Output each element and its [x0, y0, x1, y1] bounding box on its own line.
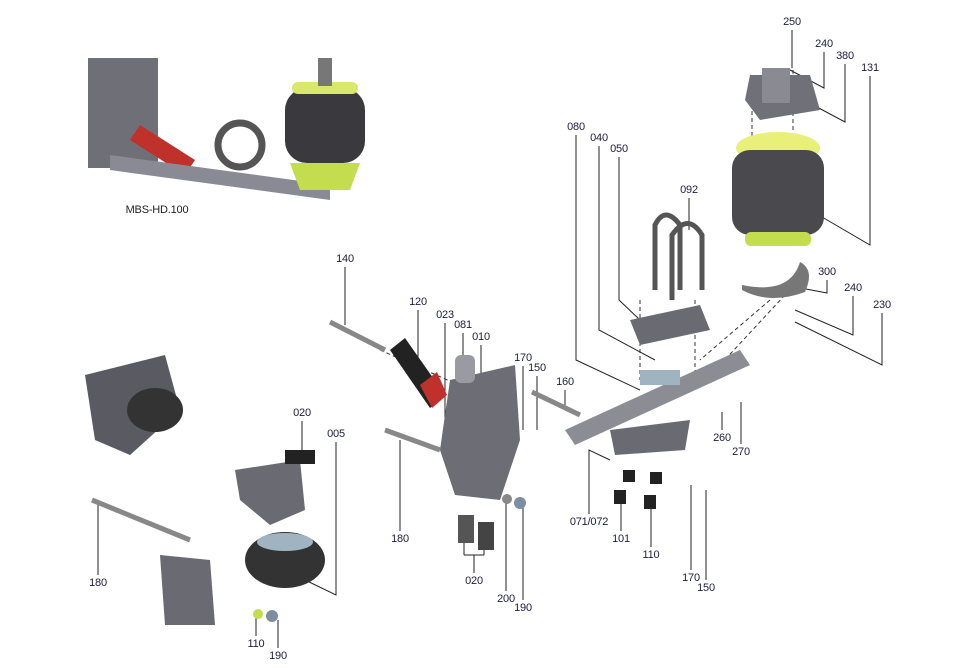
- nuts-101: [614, 470, 662, 509]
- u-bolts-092: [652, 212, 705, 300]
- callout-150: 150: [528, 362, 546, 374]
- callout-080: 080: [567, 121, 585, 133]
- callout-020: 020: [293, 407, 311, 419]
- callout-040: 040: [590, 132, 608, 144]
- bolt-180-left: [91, 497, 191, 543]
- bolt-180: [384, 427, 441, 453]
- callout-240: 240: [815, 38, 833, 50]
- callout-380: 380: [836, 50, 854, 62]
- bushing-081: [455, 355, 475, 383]
- callout-270: 270: [732, 446, 750, 458]
- callout-081: 081: [454, 319, 472, 331]
- axle-seat-050: [630, 305, 710, 345]
- wear-plates-020: [458, 515, 474, 543]
- bolt-140: [328, 319, 387, 353]
- callout-110: 110: [642, 549, 660, 561]
- callout-300: 300: [818, 266, 836, 278]
- callout-170: 170: [514, 352, 532, 364]
- callout-131: 131: [861, 62, 879, 74]
- callout-170b: 170: [682, 572, 700, 584]
- callout-150b: 150: [697, 582, 715, 594]
- callout-110b: 110: [247, 638, 265, 650]
- callout-050: 050: [610, 143, 628, 155]
- lower-bracket: [160, 555, 215, 625]
- callout-230: 230: [873, 299, 891, 311]
- hanger-bracket-010: [440, 365, 520, 500]
- callout-190: 190: [514, 602, 532, 614]
- callout-010: 010: [472, 331, 490, 343]
- callout-140: 140: [336, 253, 354, 265]
- callout-120: 120: [409, 296, 427, 308]
- callout-180b: 180: [89, 577, 107, 589]
- callout-180: 180: [391, 533, 409, 545]
- callout-020b: 020: [465, 575, 483, 587]
- bottom-plate-071-072: [610, 420, 690, 455]
- callout-023: 023: [436, 309, 454, 321]
- callout-092: 092: [680, 184, 698, 196]
- plate-040: [640, 370, 680, 385]
- callout-190b: 190: [269, 650, 287, 662]
- assembled-view-illustration: [88, 58, 365, 200]
- leaf-spring-080: [565, 350, 750, 445]
- callout-200: 200: [497, 593, 515, 605]
- callout-005: 005: [327, 428, 345, 440]
- callout-160: 160: [556, 376, 574, 388]
- bracket-020: [235, 460, 305, 525]
- callout-240b: 240: [844, 282, 862, 294]
- assembly-lines: [379, 70, 794, 391]
- air-spring-131: [732, 68, 824, 299]
- callout-260: 260: [713, 432, 731, 444]
- callout-071-072: 071/072: [569, 516, 609, 528]
- callout-101: 101: [612, 533, 630, 545]
- callout-250: 250: [783, 16, 801, 28]
- bolt-160: [530, 389, 582, 418]
- assembly-caption: MBS-HD.100: [125, 204, 189, 216]
